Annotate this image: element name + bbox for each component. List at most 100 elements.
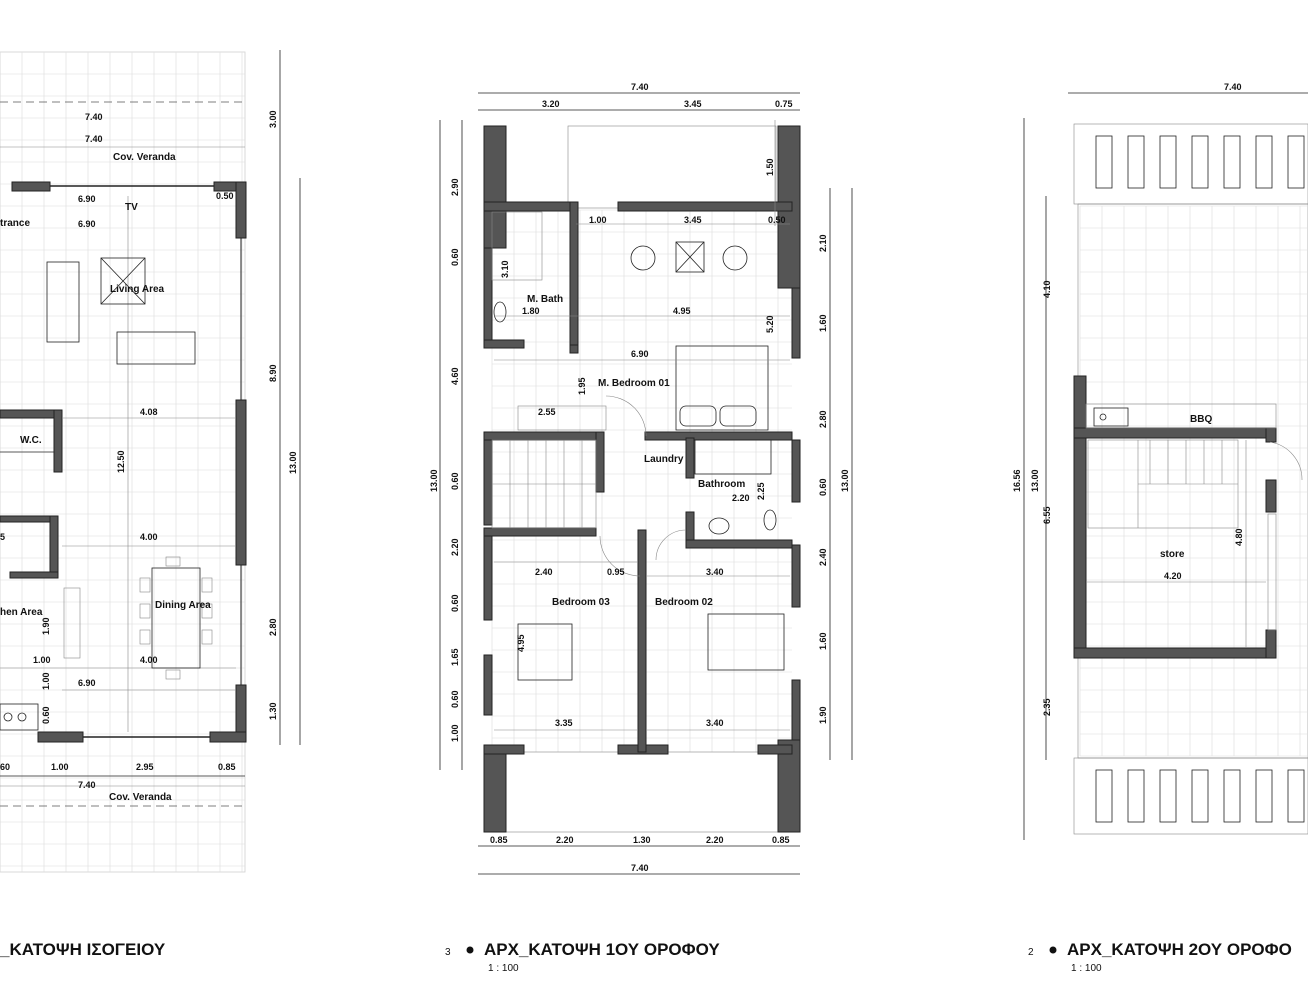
dim-f-340a: 3.40	[706, 567, 724, 577]
dim-f-r-160b: 1.60	[818, 632, 828, 650]
dim-f-l-220: 2.20	[450, 538, 460, 556]
dim-f-r-190: 1.90	[818, 706, 828, 724]
dim-f-180: 1.80	[522, 306, 540, 316]
dim-f-340b: 3.40	[706, 718, 724, 728]
dim-b-160: 60	[0, 762, 10, 772]
dim-f-225: 2.25	[756, 482, 766, 500]
dim-b-100: 1.00	[51, 762, 69, 772]
dim-100b: 1.00	[41, 672, 51, 690]
dim-f-top-740: 7.40	[631, 82, 649, 92]
dim-f-b-130: 1.30	[633, 835, 651, 845]
dim-f-r-060: 0.60	[818, 478, 828, 496]
room-veranda-bottom: Cov. Veranda	[109, 792, 172, 803]
dim-408: 4.08	[140, 407, 158, 417]
first-plan-scale: 1 : 100	[488, 963, 519, 974]
second-skylights-bottom	[1095, 769, 1305, 823]
dim-f-b-220a: 2.20	[556, 835, 574, 845]
dim-s-l-1656: 16.56	[1012, 469, 1022, 492]
dim-b-295: 2.95	[136, 762, 154, 772]
dim-f-l-100: 1.00	[450, 724, 460, 742]
dim-f-495a: 4.95	[673, 306, 691, 316]
room-laundry: Laundry	[644, 454, 684, 465]
dim-f-r-160a: 1.60	[818, 314, 828, 332]
room-dining: Dining Area	[155, 600, 211, 611]
dim-f-r-240: 2.40	[818, 548, 828, 566]
dim-f-l-060c: 0.60	[450, 594, 460, 612]
dim-5: 5	[0, 532, 5, 542]
dim-f-195: 1.95	[577, 377, 587, 395]
dim-b-740: 7.40	[78, 780, 96, 790]
dim-690a: 6.90	[78, 194, 96, 204]
dim-f-050: 0.50	[768, 215, 786, 225]
dim-f-b-220b: 2.20	[706, 835, 724, 845]
dim-f-690: 6.90	[631, 349, 649, 359]
second-plan-title: ΑΡΧ_ΚΑΤΟΨΗ 2ΟΥ ΟΡΟΦΟ	[1067, 940, 1292, 959]
first-plan-bullet	[466, 946, 474, 954]
dim-f-100: 1.00	[589, 215, 607, 225]
second-floor-plan: BBQ store 4.80 4.20 7.40 16.56 13.00 4.1…	[1012, 82, 1308, 974]
dim-400a: 4.00	[140, 532, 158, 542]
first-plan-title: ΑΡΧ_ΚΑΤΟΨΗ 1ΟΥ ΟΡΟΦΟΥ	[484, 940, 720, 959]
dim-s-top-740: 7.40	[1224, 82, 1242, 92]
first-floor-plan: M. Bath M. Bedroom 01 Laundry Bathroom B…	[429, 82, 853, 974]
second-plan-scale: 1 : 100	[1071, 963, 1102, 974]
dim-s-l-1300: 13.00	[1030, 469, 1040, 492]
dim-r-130: 1.30	[268, 702, 278, 720]
second-tile-grid	[1079, 205, 1308, 757]
dim-r-300: 3.00	[268, 110, 278, 128]
dim-f-520: 5.20	[765, 315, 775, 333]
first-plan-number: 3	[445, 947, 451, 958]
dim-f-l-060b: 0.60	[450, 472, 460, 490]
room-veranda-top: Cov. Veranda	[113, 152, 176, 163]
dim-100a: 1.00	[33, 655, 51, 665]
dim-f-495b: 4.95	[516, 634, 526, 652]
dim-f-l-060a: 0.60	[450, 248, 460, 266]
room-store: store	[1160, 549, 1185, 560]
room-entrance: trance	[0, 218, 30, 229]
room-bathroom: Bathroom	[698, 479, 745, 490]
dim-f-r-1300: 13.00	[840, 469, 850, 492]
dim-f-top-345: 3.45	[684, 99, 702, 109]
dim-f-r-210: 2.10	[818, 234, 828, 252]
dim-f-255: 2.55	[538, 407, 556, 417]
dim-f-l-460: 4.60	[450, 367, 460, 385]
dim-s-l-655: 6.55	[1042, 506, 1052, 524]
dim-r-280: 2.80	[268, 618, 278, 636]
dim-f-335: 3.35	[555, 718, 573, 728]
dim-f-l-165: 1.65	[450, 648, 460, 666]
second-stairs	[1087, 439, 1239, 529]
dim-690b: 6.90	[78, 219, 96, 229]
room-bedroom02: Bedroom 02	[655, 597, 713, 608]
dim-050: 0.50	[216, 191, 234, 201]
dim-f-l-060d: 0.60	[450, 690, 460, 708]
dim-f-345: 3.45	[684, 215, 702, 225]
dim-f-095: 0.95	[607, 567, 625, 577]
ground-floor-plan: 7.40 7.40 Cov. Veranda 6.90 0.50 TV tran…	[0, 50, 301, 959]
second-plan-number: 2	[1028, 947, 1034, 958]
dim-400b: 4.00	[140, 655, 158, 665]
dim-top-740b: 7.40	[85, 134, 103, 144]
dim-r-890: 8.90	[268, 364, 278, 382]
dim-f-top-075: 0.75	[775, 99, 793, 109]
dim-f-b-740: 7.40	[631, 863, 649, 873]
room-mbath: M. Bath	[527, 294, 563, 305]
dim-r-1300: 13.00	[288, 451, 298, 474]
dim-s-480: 4.80	[1234, 528, 1244, 546]
dim-s-420: 4.20	[1164, 571, 1182, 581]
dim-f-b-085b: 0.85	[772, 835, 790, 845]
dim-f-150: 1.50	[765, 158, 775, 176]
dim-top-740a: 7.40	[85, 112, 103, 122]
second-skylights-top	[1095, 135, 1305, 189]
room-living: Living Area	[110, 284, 165, 295]
dim-f-b-085a: 0.85	[490, 835, 508, 845]
room-wc: W.C.	[20, 435, 42, 446]
dim-f-l-290: 2.90	[450, 178, 460, 196]
dim-690c: 6.90	[78, 678, 96, 688]
room-kitchen: hen Area	[0, 607, 43, 618]
dim-1250: 12.50	[116, 450, 126, 473]
dim-f-r-280: 2.80	[818, 410, 828, 428]
dim-f-240: 2.40	[535, 567, 553, 577]
dim-b-085: 0.85	[218, 762, 236, 772]
ground-plan-title: _ΚΑΤΟΨΗ ΙΣΟΓΕΙΟΥ	[0, 940, 166, 959]
